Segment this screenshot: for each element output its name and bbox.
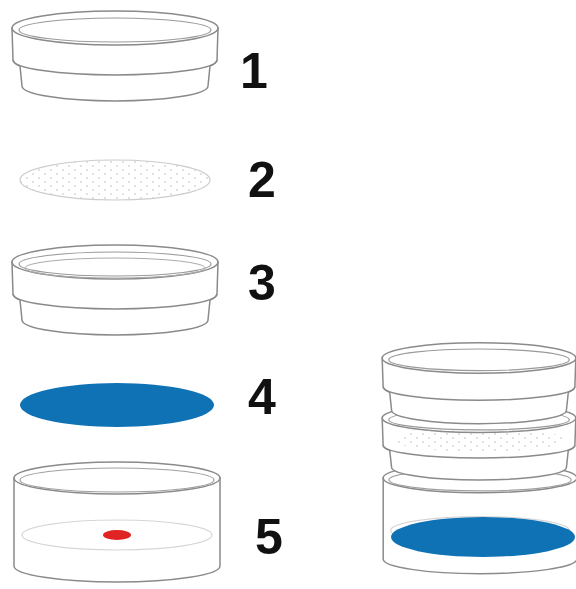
filter-disc bbox=[20, 160, 210, 200]
top-ring bbox=[12, 11, 218, 101]
blue-disc bbox=[20, 383, 214, 427]
red-sample bbox=[103, 530, 131, 540]
callout-number: 5 bbox=[255, 512, 283, 562]
assembled-filter bbox=[393, 428, 565, 452]
inner-seat bbox=[25, 258, 205, 278]
callout-number: 2 bbox=[248, 155, 276, 205]
assembled-blue-disc bbox=[391, 517, 575, 557]
callout-number: 3 bbox=[248, 258, 276, 308]
middle-ring bbox=[12, 245, 218, 335]
callout-number: 1 bbox=[240, 46, 268, 96]
base-dish bbox=[14, 462, 220, 582]
assembled-top-ring bbox=[382, 343, 576, 424]
callout-number: 4 bbox=[248, 372, 276, 422]
